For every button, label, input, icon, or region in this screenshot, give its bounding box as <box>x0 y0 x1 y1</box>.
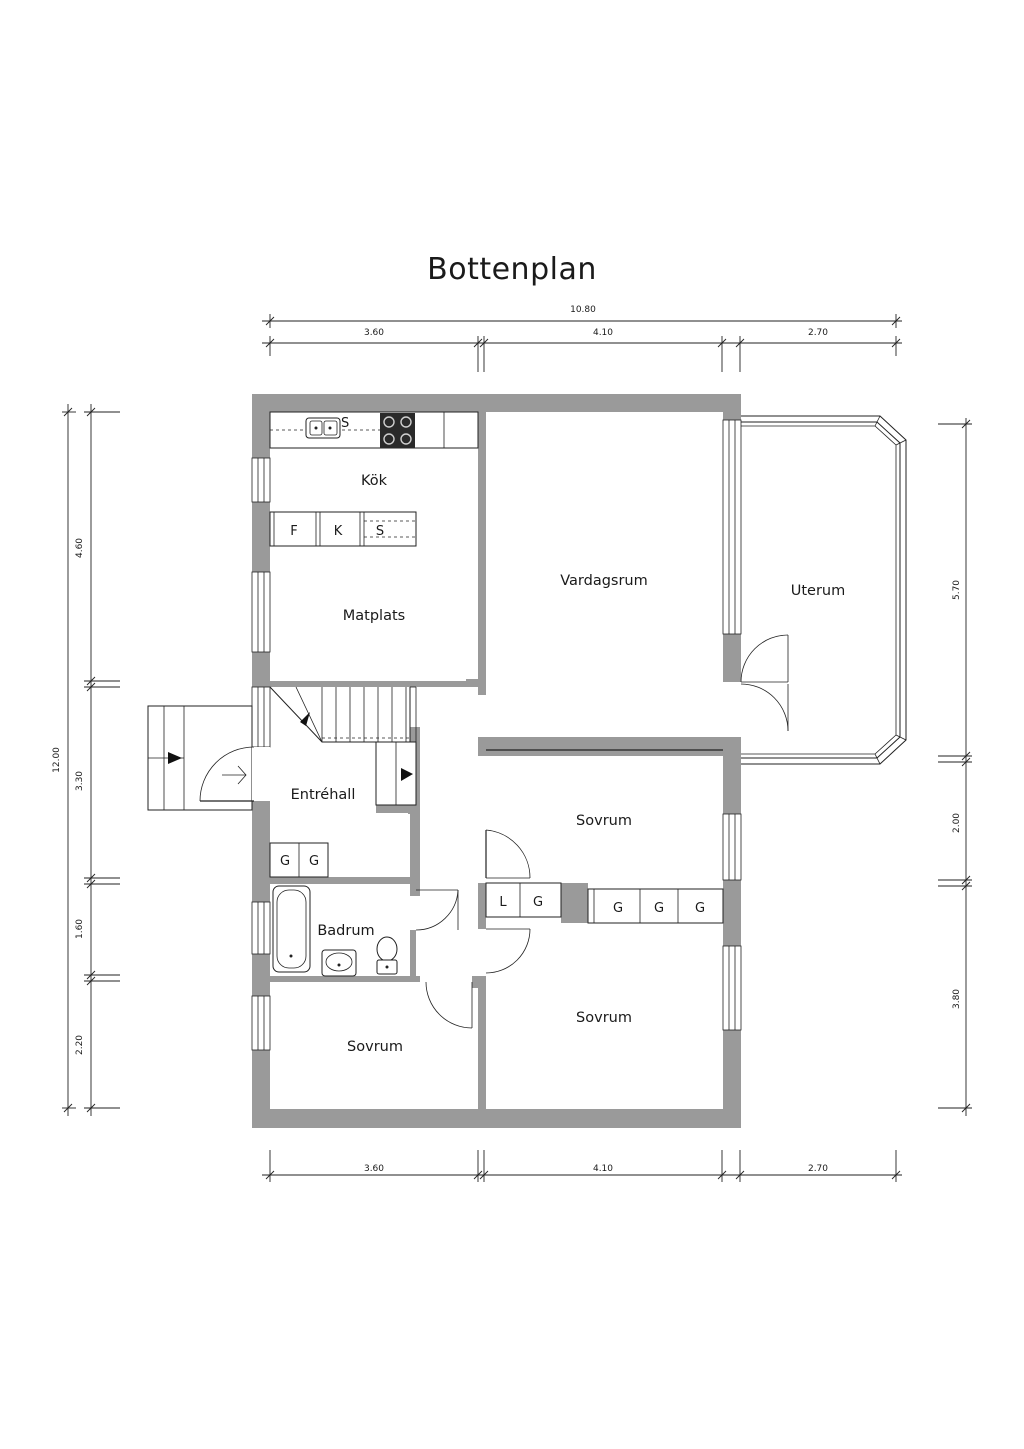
washbasin-icon <box>321 949 357 977</box>
door-bedroom-mid[interactable] <box>485 829 531 879</box>
room-living: Vardagsrum <box>560 573 648 589</box>
dim-left-total: 12.00 <box>52 747 62 773</box>
dim-bottom-mid: 4.10 <box>593 1164 613 1174</box>
dim-top-right: 2.70 <box>808 328 828 338</box>
room-bathroom: Badrum <box>317 923 374 939</box>
dim-right-2: 2.00 <box>952 813 962 833</box>
windows <box>251 419 742 1051</box>
wardrobe-label-5: G <box>654 901 664 916</box>
sunroom-double-door[interactable] <box>740 634 789 732</box>
room-bedroom-bottom-left: Sovrum <box>347 1039 403 1055</box>
plan-title: Bottenplan <box>427 252 597 287</box>
dim-top-total: 10.80 <box>570 305 596 315</box>
dimension-lines <box>62 314 972 1182</box>
door-bedroom-bottom-left[interactable] <box>425 981 473 1029</box>
kitchen-island <box>269 511 417 547</box>
kitchen-counter <box>269 411 479 449</box>
dim-left-2: 3.30 <box>75 771 85 791</box>
dim-right-1: 5.70 <box>952 580 962 600</box>
sink-label: S <box>341 416 349 431</box>
hall-wardrobe <box>269 842 329 878</box>
dim-bottom-left: 3.60 <box>364 1164 384 1174</box>
front-door[interactable] <box>199 746 270 802</box>
walls <box>252 394 741 1128</box>
bathtub-icon <box>272 885 311 973</box>
dim-top-mid: 4.10 <box>593 328 613 338</box>
dim-left-1: 4.60 <box>75 538 85 558</box>
linen-label: L <box>499 895 507 910</box>
wardrobe-label-6: G <box>695 901 705 916</box>
cabinet-s-label: S <box>376 524 384 539</box>
sunroom-frame <box>741 415 907 765</box>
room-hall: Entréhall <box>291 787 356 803</box>
entrance-steps <box>147 705 253 811</box>
stove-icon <box>380 413 415 448</box>
door-bathroom[interactable] <box>415 889 459 931</box>
room-bedroom-mid: Sovrum <box>576 813 632 829</box>
room-sunroom: Uterum <box>791 583 846 599</box>
door-bedroom-bottom-right[interactable] <box>485 928 531 974</box>
staircase <box>269 686 417 743</box>
wardrobe-label-3: G <box>533 895 543 910</box>
dim-left-4: 2.20 <box>75 1035 85 1055</box>
dim-bottom-right: 2.70 <box>808 1164 828 1174</box>
wardrobe-label-2: G <box>309 854 319 869</box>
bedroom-wardrobes <box>587 888 724 924</box>
toilet-icon <box>376 936 398 975</box>
cooler-label: K <box>334 524 343 539</box>
dim-right-3: 3.80 <box>952 989 962 1009</box>
dim-left-3: 1.60 <box>75 919 85 939</box>
room-kitchen: Kök <box>361 473 388 489</box>
room-bedroom-bottom-right: Sovrum <box>576 1010 632 1026</box>
sink-icon <box>305 417 341 439</box>
dim-top-left: 3.60 <box>364 328 384 338</box>
wardrobe-label-4: G <box>613 901 623 916</box>
closet-hall <box>375 741 417 806</box>
linen-closet <box>485 882 562 918</box>
wardrobe-label-1: G <box>280 854 290 869</box>
room-dining: Matplats <box>343 608 405 624</box>
fridge-label: F <box>290 524 297 539</box>
